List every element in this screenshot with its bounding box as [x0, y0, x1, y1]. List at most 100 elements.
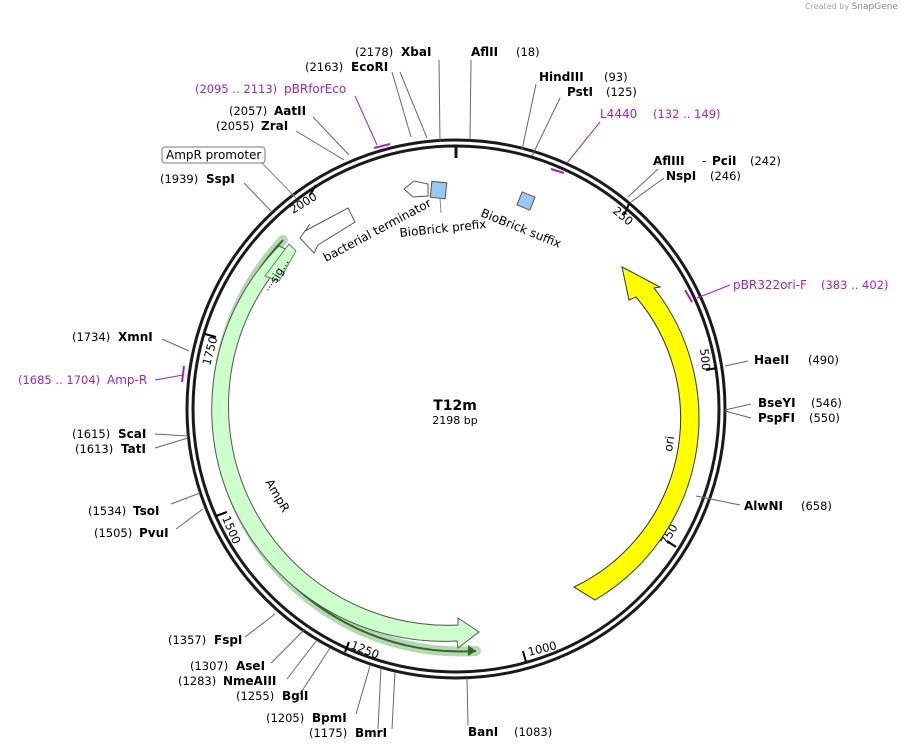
- enzyme-name: BmrI: [355, 726, 387, 740]
- enzyme-position: (1307): [190, 659, 228, 673]
- enzyme-name: FspI: [214, 633, 242, 647]
- enzyme-name: HindIII: [539, 70, 584, 84]
- enzyme-name: AseI: [236, 659, 265, 673]
- enzyme-position: (1357): [168, 633, 206, 647]
- enzyme-position: (1534): [88, 504, 126, 518]
- primer-name: L4440: [600, 107, 637, 121]
- enzyme-position: (2055): [216, 119, 254, 133]
- enzyme-name: BpmI: [312, 711, 347, 725]
- tick-mark: [309, 184, 317, 196]
- enzyme-site[interactable]: (1255) BglI: [236, 689, 308, 703]
- tick-mark: [522, 650, 527, 663]
- ampr-label: AmpR: [262, 477, 292, 515]
- plasmid-length: 2198 bp: [432, 414, 477, 427]
- enzyme-site[interactable]: (1615) ScaI: [72, 427, 146, 441]
- enzyme-position: (546): [811, 396, 842, 410]
- enzyme-position: (246): [710, 169, 741, 183]
- enzyme-site[interactable]: (1734) XmnI: [72, 330, 153, 344]
- enzyme-position: (1615): [72, 427, 110, 441]
- enzyme-position: (1083): [514, 725, 552, 739]
- enzyme-position: (2163): [305, 60, 343, 74]
- enzyme-site[interactable]: AlwNI (658): [744, 499, 832, 513]
- enzyme-site[interactable]: BseYI (546): [758, 396, 842, 410]
- enzyme-name: ScaI: [118, 427, 146, 441]
- plasmid-title: T12m 2198 bp: [432, 398, 477, 427]
- enzyme-name: NspI: [666, 169, 696, 183]
- enzyme-site[interactable]: HaeII (490): [754, 353, 839, 367]
- primer-site[interactable]: L4440 (132 .. 149): [600, 107, 721, 121]
- tick-label: 1000: [526, 638, 558, 659]
- primer-site[interactable]: (2095 .. 2113) pBRforEco: [195, 82, 346, 96]
- plasmid-backbone: [185, 138, 727, 680]
- tick-mark: [215, 511, 228, 517]
- tick-label: 500: [697, 348, 713, 371]
- enzyme-site[interactable]: (1534) TsoI: [88, 504, 159, 518]
- enzyme-name: AflIII: [653, 154, 685, 168]
- enzyme-name: PciI: [712, 154, 737, 168]
- enzyme-position: (93): [604, 70, 628, 84]
- enzyme-site[interactable]: (2163) EcoRI: [305, 60, 388, 74]
- ampr-feature[interactable]: AmpR: [211, 235, 481, 657]
- enzyme-site[interactable]: (1613) TatI: [75, 442, 146, 456]
- enzyme-site[interactable]: (1205) BpmI: [266, 711, 347, 725]
- enzyme-site[interactable]: PspFI (550): [758, 411, 840, 425]
- enzyme-position: (1505): [94, 526, 132, 540]
- enzyme-position: (242): [750, 154, 781, 168]
- ampr-promoter-label: AmpR promoter: [166, 148, 261, 162]
- biobrick-suffix-feature[interactable]: BioBrick suffix: [479, 191, 563, 251]
- enzyme-position: (2178): [355, 45, 393, 59]
- enzyme-name: XmnI: [118, 330, 153, 344]
- enzyme-site[interactable]: (2055) ZraI: [216, 119, 288, 133]
- enzyme-name: BseYI: [758, 396, 796, 410]
- enzyme-name: PspFI: [758, 411, 795, 425]
- enzyme-name: XbaI: [401, 45, 431, 59]
- enzyme-site[interactable]: BanI (1083): [468, 725, 552, 739]
- enzyme-position: (1939): [160, 172, 198, 186]
- enzyme-name: AatII: [274, 104, 306, 118]
- ampr-promoter-feature[interactable]: AmpR promoter: [161, 146, 297, 199]
- enzyme-position: (1283): [178, 674, 216, 688]
- enzyme-name: PvuI: [139, 526, 169, 540]
- enzyme-site[interactable]: AflII (18): [471, 45, 540, 59]
- primer-name: Amp-R: [107, 373, 147, 387]
- primer-site[interactable]: (1685 .. 1704) Amp-R: [18, 373, 147, 387]
- primer-position: (2095 .. 2113): [195, 82, 277, 96]
- enzyme-name: PstI: [567, 85, 593, 99]
- watermark-prefix: Created by: [805, 2, 850, 11]
- enzyme-site[interactable]: AflIII - PciI (242): [653, 154, 781, 168]
- plasmid-name: T12m: [433, 398, 477, 414]
- enzyme-site[interactable]: HindIII (93): [539, 70, 628, 84]
- enzyme-position: (1613): [75, 442, 113, 456]
- primer-name: pBR322ori-F: [733, 278, 807, 292]
- primer-labels: (2095 .. 2113) pBRforEco L4440 (132 .. 1…: [18, 82, 889, 387]
- enzyme-position: (1175): [309, 726, 347, 740]
- enzyme-position: (490): [808, 353, 839, 367]
- ori-feature[interactable]: ori: [572, 266, 700, 601]
- enzyme-name: AflII: [471, 45, 498, 59]
- tick-mark: [705, 367, 718, 371]
- primer-site[interactable]: pBR322ori-F (383 .. 402): [733, 278, 889, 292]
- enzyme-site[interactable]: NspI (246): [666, 169, 741, 183]
- enzyme-site[interactable]: (2057) AatII: [229, 104, 306, 118]
- biobrick-prefix-label: BioBrick prefix: [399, 217, 487, 240]
- enzyme-name: NmeAIII: [223, 674, 276, 688]
- enzyme-site[interactable]: (2178) XbaI: [355, 45, 431, 59]
- enzyme-site[interactable]: PstI (125): [567, 85, 637, 99]
- tick-mark: [344, 641, 350, 653]
- enzyme-position: (1205): [266, 711, 304, 725]
- enzyme-position: (2057): [229, 104, 267, 118]
- enzyme-name: EcoRI: [351, 60, 388, 74]
- enzyme-site[interactable]: (1939) SspI: [160, 172, 235, 186]
- primer-name: pBRforEco: [284, 82, 346, 96]
- enzyme-name: TatI: [121, 442, 146, 456]
- enzyme-position: (1255): [236, 689, 274, 703]
- tick-mark: [666, 540, 677, 548]
- enzyme-site[interactable]: (1357) FspI: [168, 633, 242, 647]
- enzyme-site[interactable]: (1307) AseI: [190, 659, 265, 673]
- primer-leaders: [154, 95, 731, 381]
- enzyme-position: (658): [801, 499, 832, 513]
- enzyme-site[interactable]: (1175) BmrI: [309, 726, 387, 740]
- enzyme-site[interactable]: (1283) NmeAIII: [178, 674, 276, 688]
- enzyme-site[interactable]: (1505) PvuI: [94, 526, 169, 540]
